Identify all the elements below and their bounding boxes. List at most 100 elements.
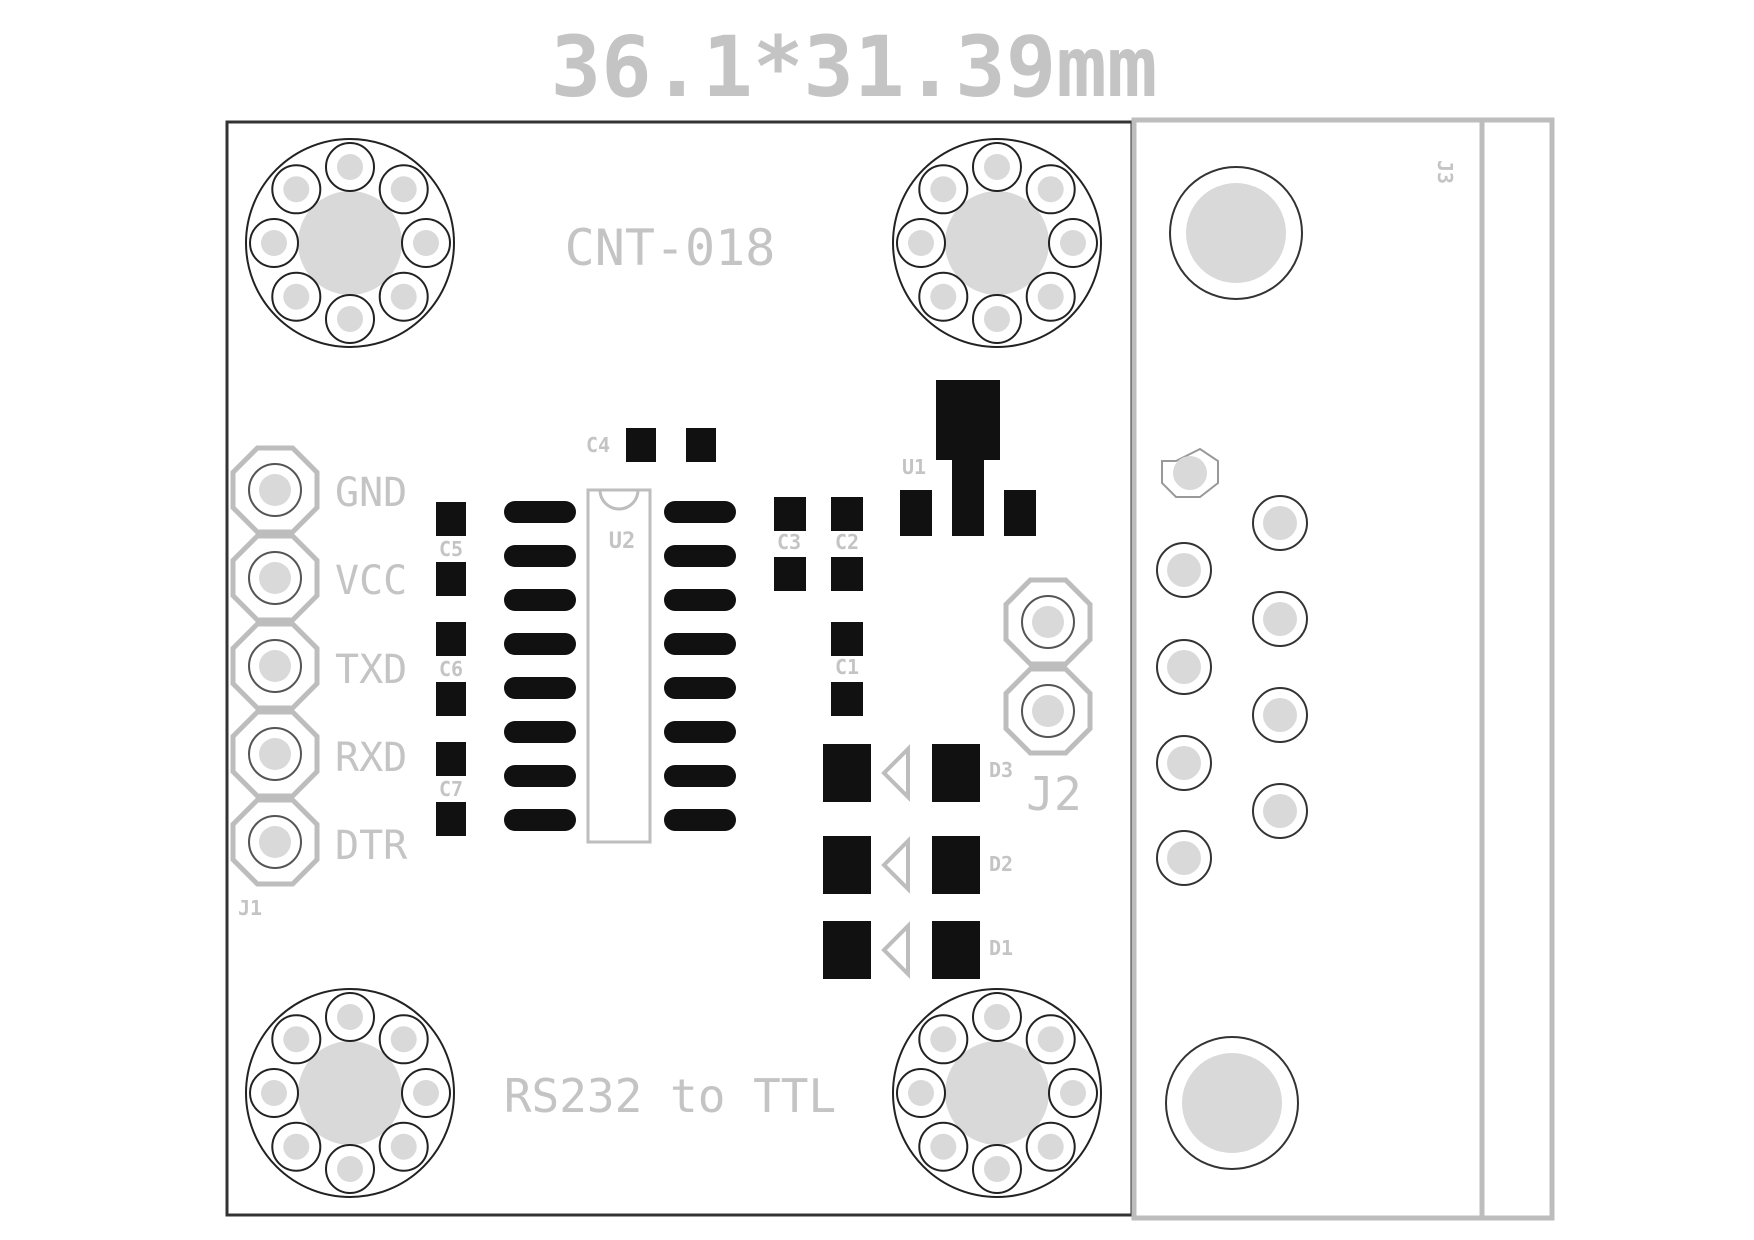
- u2-pad-left: [504, 721, 576, 743]
- c5-label: C5: [439, 537, 463, 561]
- capacitor-c2: [831, 497, 863, 591]
- j1-pin-drill: [259, 474, 291, 506]
- capacitor-c5: [436, 502, 466, 596]
- via-drill: [984, 1004, 1010, 1030]
- j1-pin: [230, 709, 320, 799]
- via-drill: [337, 154, 363, 180]
- j1-pin-txd-label: TXD: [335, 647, 407, 693]
- j1-label: J1: [238, 896, 262, 920]
- u2-label: U2: [609, 529, 636, 554]
- c3-label: C3: [777, 530, 801, 554]
- db9-pin: [1167, 650, 1201, 684]
- diode: [823, 921, 980, 979]
- diodes: [823, 744, 980, 979]
- c7-label: C7: [439, 777, 463, 801]
- db9-pin: [1167, 553, 1201, 587]
- via-drill: [337, 1156, 363, 1182]
- u2-pad-right: [664, 545, 736, 567]
- via-drill: [930, 1026, 957, 1053]
- diode: [823, 836, 980, 894]
- mounting-hole: [892, 988, 1102, 1198]
- ic-u2: [504, 488, 736, 844]
- via-drill: [1037, 176, 1064, 203]
- via-drill: [413, 1080, 439, 1106]
- u1-label: U1: [902, 455, 926, 479]
- via-drill: [930, 283, 957, 310]
- j1-pin: [230, 797, 320, 887]
- mounting-hole: [245, 988, 455, 1198]
- j1-pin: [230, 445, 320, 535]
- j1-pin-vcc-label: VCC: [335, 558, 407, 604]
- via-drill: [1037, 283, 1064, 310]
- via-drill: [1060, 1080, 1086, 1106]
- u2-pad-right: [664, 589, 736, 611]
- j1-pin-drill: [259, 650, 291, 682]
- board-model-label: CNT-018: [565, 219, 776, 277]
- via-drill: [283, 1026, 310, 1053]
- via-drill: [261, 1080, 287, 1106]
- capacitor-c1: [831, 622, 863, 716]
- d2-label: D2: [989, 852, 1013, 876]
- d1-label: D1: [989, 936, 1013, 960]
- dimension-label: 36.1*31.39mm: [551, 18, 1158, 116]
- j3-label: J3: [1433, 160, 1457, 184]
- u2-pad-left: [504, 545, 576, 567]
- db9-pin: [1263, 698, 1297, 732]
- via-drill: [930, 176, 957, 203]
- db9-pin: [1263, 506, 1297, 540]
- c2-label: C2: [835, 530, 859, 554]
- jumper-j2: [1003, 577, 1093, 756]
- u2-pad-right: [664, 677, 736, 699]
- db9-pin: [1263, 602, 1297, 636]
- j1-pin-rxd-label: RXD: [335, 735, 407, 781]
- j2-pin: [1003, 666, 1093, 756]
- mounting-hole-drill: [298, 191, 402, 295]
- j1-pin-drill: [259, 562, 291, 594]
- via-drill: [930, 1133, 957, 1160]
- diode-pad-anode: [823, 836, 871, 894]
- diode-polarity-mark: [881, 921, 910, 979]
- c1-label: C1: [835, 655, 859, 679]
- diode-pad-anode: [823, 921, 871, 979]
- via-drill: [390, 283, 417, 310]
- via-drill: [984, 306, 1010, 332]
- via-drill: [1037, 1026, 1064, 1053]
- mounting-hole-drill: [945, 1041, 1049, 1145]
- diode-polarity-mark: [881, 744, 910, 802]
- via-drill: [390, 176, 417, 203]
- capacitor-c7: [436, 742, 466, 836]
- mounting-holes: [245, 138, 1102, 1198]
- pin-header-j1: [230, 445, 320, 887]
- mounting-hole-drill: [945, 191, 1049, 295]
- j2-pin-drill: [1032, 695, 1064, 727]
- via-drill: [283, 283, 310, 310]
- board-description-label: RS232 to TTL: [504, 1069, 836, 1123]
- via-drill: [337, 1004, 363, 1030]
- via-drill: [908, 230, 934, 256]
- diode-polarity-mark: [881, 836, 910, 894]
- j1-pin: [230, 533, 320, 623]
- via-drill: [390, 1133, 417, 1160]
- via-drill: [1060, 230, 1086, 256]
- via-drill: [261, 230, 287, 256]
- via-drill: [908, 1080, 934, 1106]
- mounting-hole: [245, 138, 455, 348]
- u2-pad-right: [664, 809, 736, 831]
- db9-mount-drill-bottom: [1182, 1053, 1282, 1153]
- via-drill: [283, 176, 310, 203]
- db9-pin: [1167, 841, 1201, 875]
- j1-pin: [230, 621, 320, 711]
- j1-pin-dtr-label: DTR: [335, 823, 408, 869]
- regulator-u1: [900, 380, 1036, 536]
- u2-pad-right: [664, 765, 736, 787]
- u2-pad-left: [504, 501, 576, 523]
- j2-label: J2: [1026, 767, 1081, 821]
- mounting-hole: [892, 138, 1102, 348]
- j2-pin-drill: [1032, 606, 1064, 638]
- capacitor-c3: [774, 497, 806, 591]
- via-drill: [413, 230, 439, 256]
- j1-pin-drill: [259, 826, 291, 858]
- j1-pin-drill: [259, 738, 291, 770]
- j2-pin: [1003, 577, 1093, 667]
